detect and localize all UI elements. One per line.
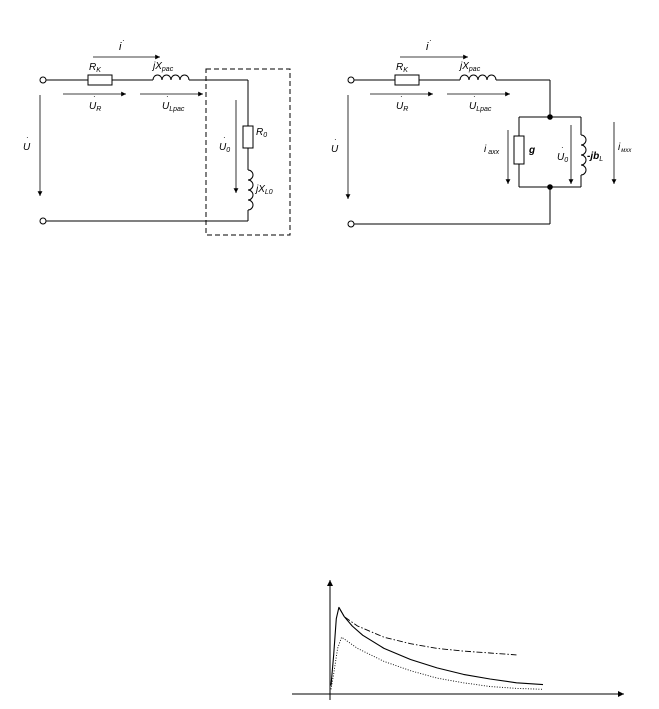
resistor-r0 xyxy=(242,125,254,149)
label-u: U xyxy=(331,144,339,155)
resistor-rk xyxy=(394,74,420,86)
series-layer xyxy=(330,606,544,690)
label-r0: R0 xyxy=(256,127,267,139)
resistor-rk xyxy=(87,74,113,86)
label-rk: RK xyxy=(89,62,101,74)
label-current: i xyxy=(426,41,429,53)
dot-current: · xyxy=(429,36,432,45)
series-line-dashdot xyxy=(338,607,517,656)
dot-u: · xyxy=(26,133,29,142)
inductor-jxl0 xyxy=(247,169,254,211)
label-g: g xyxy=(528,145,535,156)
inductor-jb xyxy=(580,134,587,176)
dot-ul: · xyxy=(166,92,169,101)
terminal-bottom-left xyxy=(39,217,47,225)
terminal-bottom-right xyxy=(347,220,355,228)
dot-u0: · xyxy=(561,143,564,152)
label-u0: U0 xyxy=(557,152,568,164)
dot-ur: · xyxy=(400,92,403,101)
label-current: i xyxy=(119,41,122,53)
dot-ur: · xyxy=(93,92,96,101)
label-u: U xyxy=(23,142,31,153)
label-jb: -jbL xyxy=(587,151,603,163)
series-line-solid xyxy=(330,606,544,686)
dot-u: · xyxy=(334,135,337,144)
label-ur: UR xyxy=(396,101,408,113)
inductor-jx xyxy=(459,74,497,81)
series-line-dotted xyxy=(330,636,544,690)
label-u0: U0 xyxy=(219,142,230,154)
label-i-mxx: iмxx xyxy=(618,142,632,154)
label-rk: RK xyxy=(396,62,408,74)
label-jx: jXрас xyxy=(458,61,481,73)
magnetizing-branch-box xyxy=(205,68,291,236)
label-jx: jXрас xyxy=(151,61,174,73)
dot-u0: · xyxy=(223,133,226,142)
resistor-g xyxy=(513,135,525,165)
terminal-top-left xyxy=(39,76,47,84)
circuit-left: i · RK jXрас UR · ULрас · U · U0 · R0 jX… xyxy=(23,36,291,236)
terminal-top-right xyxy=(347,76,355,84)
label-jxl0: jXL0 xyxy=(254,184,273,196)
label-ul: ULрас xyxy=(162,101,185,113)
label-ur: UR xyxy=(89,101,101,113)
label-ul: ULрас xyxy=(469,101,492,113)
transient-chart xyxy=(292,580,624,700)
dot-ul: · xyxy=(473,92,476,101)
inductor-jx xyxy=(152,74,190,81)
dot-current: · xyxy=(122,36,125,45)
